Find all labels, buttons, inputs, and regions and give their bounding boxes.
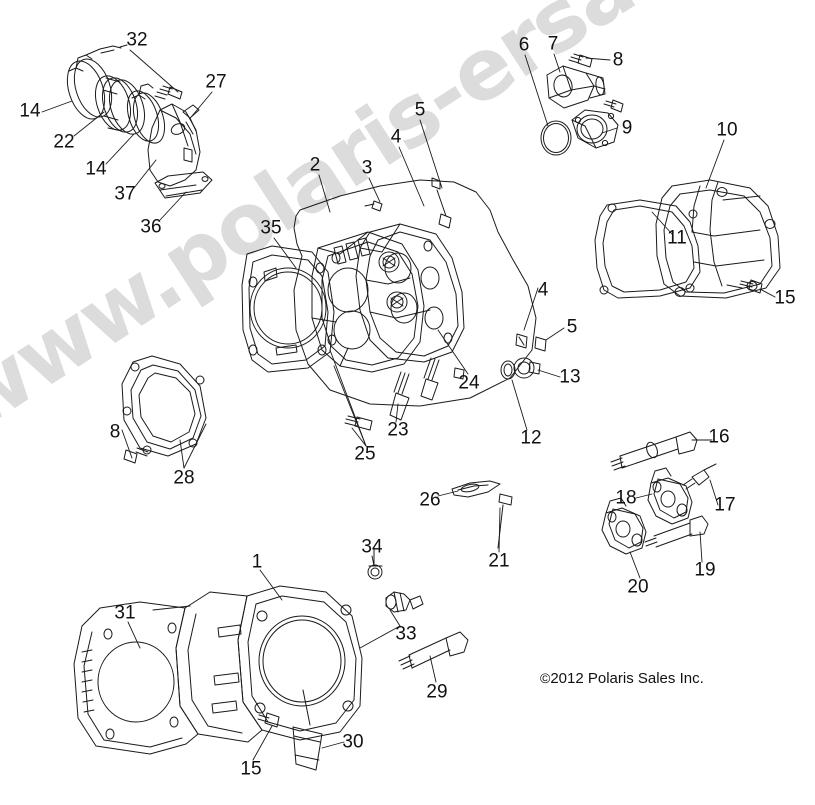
part-group-head-gasket — [242, 246, 334, 372]
copyright-symbol: © — [540, 670, 551, 686]
callout-9: 9 — [621, 117, 633, 139]
copyright-text: 2012 Polaris Sales Inc. — [550, 670, 704, 687]
callout-24: 24 — [458, 372, 480, 394]
callout-2: 2 — [309, 154, 321, 176]
part-group-rocker-arms — [602, 432, 716, 554]
callout-4-a: 4 — [390, 126, 402, 148]
callout-3: 3 — [361, 157, 373, 179]
callout-16: 16 — [708, 426, 730, 448]
callout-7: 7 — [547, 33, 559, 55]
callout-23: 23 — [387, 419, 409, 441]
copyright-notice: ©2012 Polaris Sales Inc. — [540, 670, 704, 687]
callout-14-a: 14 — [19, 100, 41, 122]
callout-28: 28 — [173, 467, 195, 489]
callout-8-a: 8 — [612, 49, 624, 71]
callout-15-b: 15 — [240, 758, 262, 780]
callout-22: 22 — [53, 131, 75, 153]
callout-4-b: 4 — [537, 279, 549, 301]
callout-14-b: 14 — [85, 158, 107, 180]
part-group-cylinder-head — [294, 178, 546, 430]
callout-17: 17 — [714, 494, 736, 516]
callout-31: 31 — [114, 602, 136, 624]
callout-21: 21 — [488, 550, 510, 572]
part-group-valve-cover — [595, 180, 780, 298]
callout-6: 6 — [518, 34, 530, 56]
callout-5-a: 5 — [414, 99, 426, 121]
callout-36: 36 — [140, 216, 162, 238]
part-group-cover-gasket — [122, 356, 206, 463]
callout-32: 32 — [126, 29, 148, 51]
callout-13: 13 — [559, 366, 581, 388]
callout-25: 25 — [354, 443, 376, 465]
callout-29: 29 — [426, 681, 448, 703]
part-group-shim-valve — [452, 481, 512, 548]
callout-26: 26 — [419, 489, 441, 511]
part-group-thermostat — [541, 54, 623, 155]
callout-20: 20 — [627, 576, 649, 598]
leader-lines — [42, 50, 775, 760]
callout-37: 37 — [114, 183, 136, 205]
callout-12: 12 — [520, 427, 542, 449]
callout-8-b: 8 — [109, 421, 121, 443]
callout-18: 18 — [615, 487, 637, 509]
callout-5-b: 5 — [566, 316, 578, 338]
callout-27: 27 — [205, 71, 227, 93]
callout-15-a: 15 — [774, 287, 796, 309]
callout-33: 33 — [395, 623, 417, 645]
callout-11: 11 — [667, 227, 687, 249]
callout-34: 34 — [361, 536, 383, 558]
callout-10: 10 — [716, 119, 738, 141]
callout-1: 1 — [251, 551, 263, 573]
part-group-cylinder — [74, 548, 468, 770]
callout-35: 35 — [260, 217, 282, 239]
part-group-intake — [61, 45, 212, 198]
callout-30: 30 — [342, 731, 364, 753]
callout-19: 19 — [694, 559, 716, 581]
